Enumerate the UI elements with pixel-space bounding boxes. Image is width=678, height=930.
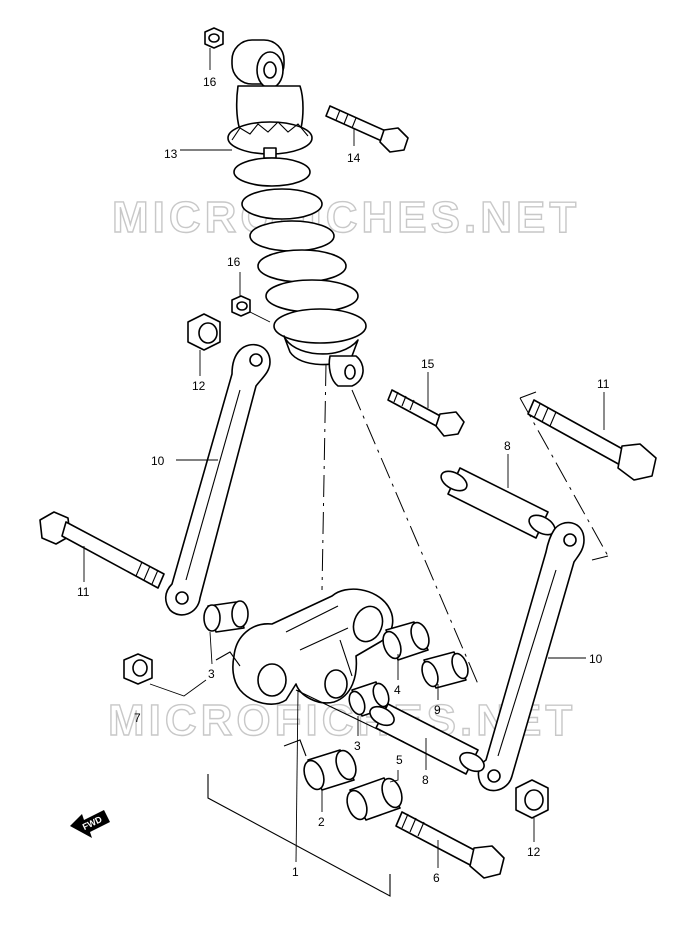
bolt-upper-mount[interactable] <box>325 105 409 153</box>
watermark-top: MICROFICHES.NET <box>112 193 580 242</box>
sleeve-9[interactable] <box>419 651 471 689</box>
bolt-right-through[interactable] <box>527 399 657 481</box>
callout-3-upper: 3 <box>208 667 215 681</box>
callout-2: 2 <box>318 815 325 829</box>
shock-absorber[interactable] <box>227 39 367 387</box>
sleeve-8-upper[interactable] <box>438 467 558 539</box>
bushing-3-upper[interactable] <box>203 600 249 633</box>
callout-15: 15 <box>421 357 435 371</box>
forward-direction-arrow: FWD <box>70 810 110 838</box>
callout-7: 7 <box>134 711 141 725</box>
bushing-2[interactable] <box>300 748 359 792</box>
bolt-left-through[interactable] <box>39 511 165 589</box>
callout-9: 9 <box>434 703 441 717</box>
bushing-4[interactable] <box>380 620 433 661</box>
callout-4: 4 <box>394 683 401 697</box>
callout-12-lower: 12 <box>527 845 541 859</box>
callout-13: 13 <box>164 147 178 161</box>
callout-6: 6 <box>433 871 440 885</box>
nut-12-upper[interactable] <box>187 313 221 351</box>
sleeve-8-lower[interactable] <box>367 703 487 775</box>
bolt-lower-mount[interactable] <box>387 389 465 437</box>
cushion-lever[interactable] <box>232 588 394 705</box>
callout-8-upper: 8 <box>504 439 511 453</box>
tie-rod-right[interactable] <box>477 521 585 792</box>
tie-rod-left[interactable] <box>164 343 271 616</box>
nut-12-lower[interactable] <box>515 779 549 819</box>
callout-10-right: 10 <box>589 652 603 666</box>
callout-8-lower: 8 <box>422 773 429 787</box>
callouts: 16 13 14 16 12 15 11 8 10 11 3 7 4 9 10 … <box>77 75 610 885</box>
callout-3-lower: 3 <box>354 739 361 753</box>
callout-5: 5 <box>396 753 403 767</box>
callout-14: 14 <box>347 151 361 165</box>
nut-7[interactable] <box>123 653 153 685</box>
callout-11-left: 11 <box>77 585 90 599</box>
nut-upper[interactable] <box>231 295 251 317</box>
callout-10-left: 10 <box>151 454 165 468</box>
bushing-5[interactable] <box>343 776 405 822</box>
callout-16-top: 16 <box>203 75 217 89</box>
bolt-6[interactable] <box>395 811 505 879</box>
leader-lines <box>83 48 605 868</box>
callout-12-upper: 12 <box>192 379 206 393</box>
callout-16-upper: 16 <box>227 255 241 269</box>
nut-top[interactable] <box>204 27 224 49</box>
callout-11-right: 11 <box>597 377 610 391</box>
callout-1: 1 <box>292 865 299 879</box>
